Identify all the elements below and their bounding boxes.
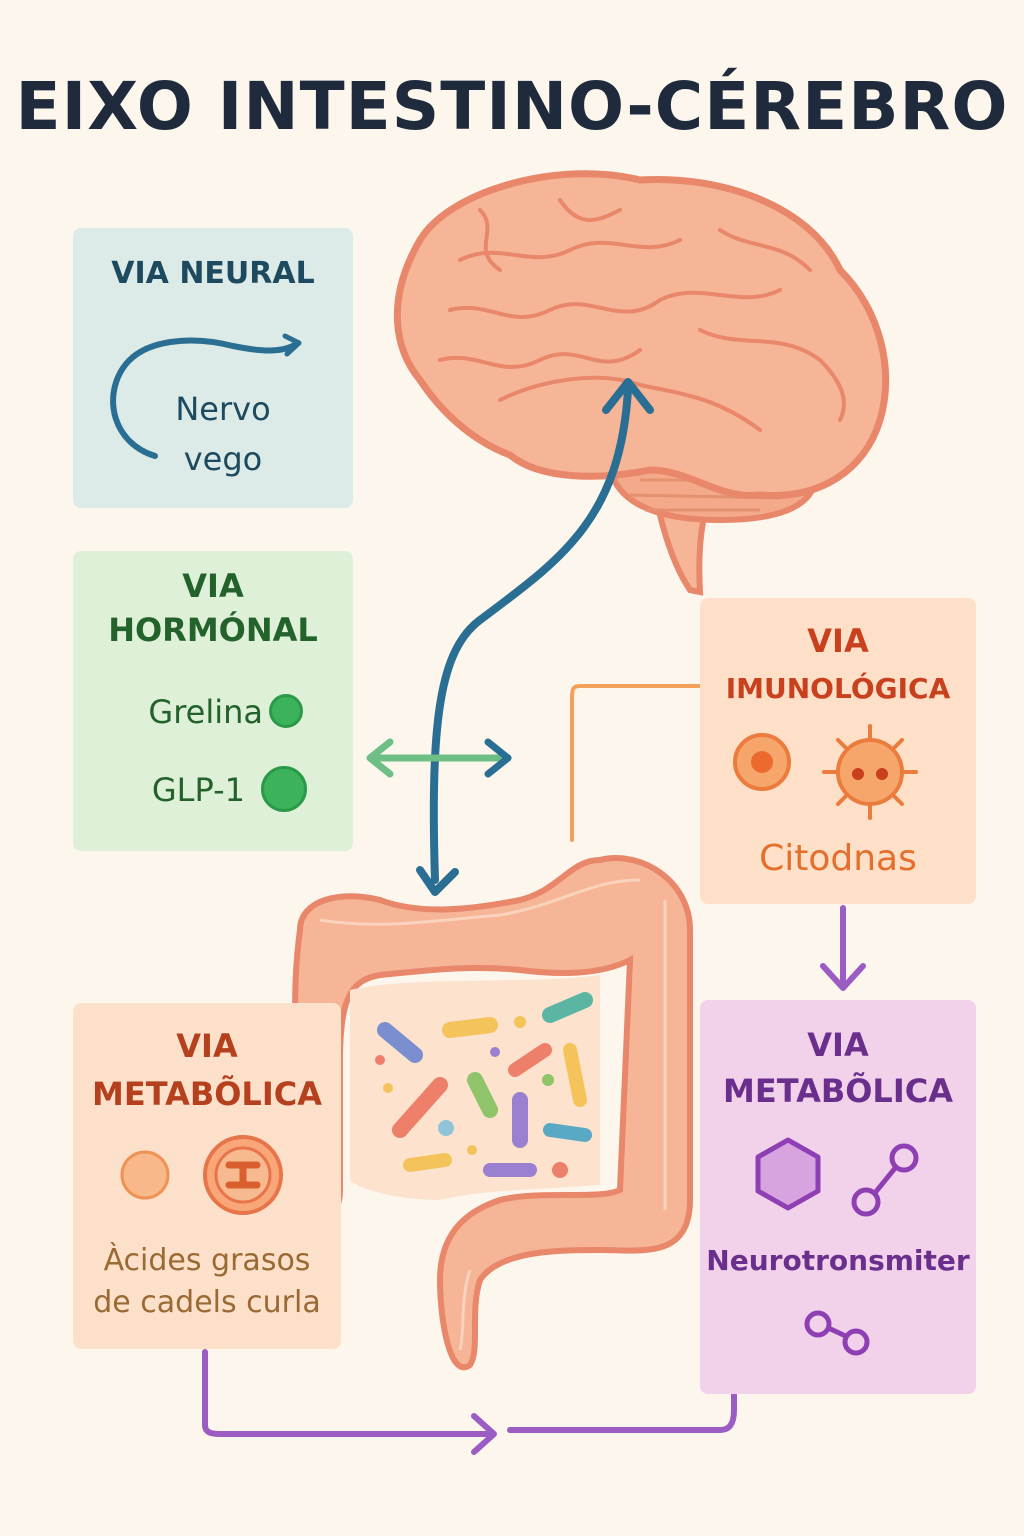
scfa-label-line1: Àcides grasos xyxy=(103,1243,311,1278)
bacteria-icon xyxy=(375,992,593,1178)
glp1-dot-icon xyxy=(261,766,307,812)
metabolic-right-title-line2: METABÕLICA xyxy=(723,1072,953,1110)
molecule-circle-icon xyxy=(120,1150,170,1200)
scfa-molecule-icon xyxy=(203,1135,283,1215)
neurotransmitter-small-molecule-icon xyxy=(804,1310,870,1356)
metabolic-right-title-line1: VIA xyxy=(807,1026,869,1064)
vagus-axis-arrow xyxy=(429,386,632,884)
ghrelin-label: Grelina xyxy=(148,693,263,731)
neurotransmitter-icons xyxy=(755,1137,919,1217)
hexagon-molecule-icon xyxy=(755,1137,821,1211)
immune-pathway-panel: VIA IMUNOLÓGICA Citodnas xyxy=(700,598,976,904)
hormonal-pathway-panel: VIA HORMÓNAL Grelina GLP-1 xyxy=(73,551,353,851)
immune-cell-icon xyxy=(733,733,791,791)
hormonal-panel-title-line2: HORMÓNAL xyxy=(108,611,318,649)
immune-icons xyxy=(733,724,918,820)
page-title: EIXO INTESTINO-CÉREBRO xyxy=(15,68,1009,145)
scfa-icons xyxy=(120,1135,283,1215)
metabolic-left-title-line1: VIA xyxy=(176,1027,238,1065)
vagus-nerve-icon xyxy=(110,333,302,459)
vagus-nerve-label-line1: Nervo xyxy=(175,390,271,428)
cytokines-label: Citodnas xyxy=(759,838,917,879)
immune-panel-title-line2: IMUNOLÓGICA xyxy=(725,672,951,705)
metabolic-right-panel: VIA METABÕLICA Neurotronsmiter xyxy=(700,1000,976,1394)
glp1-label: GLP-1 xyxy=(151,771,245,809)
neural-panel-title: VIA NEURAL xyxy=(111,256,315,291)
hormonal-panel-title-line1: VIA xyxy=(182,567,244,605)
virus-icon xyxy=(822,724,918,820)
immune-connector xyxy=(570,684,702,842)
dumbbell-molecule-icon xyxy=(851,1143,919,1217)
metabolic-left-panel: VIA METABÕLICA Àcides grasos de cadels c… xyxy=(73,1003,341,1349)
metabolic-left-title-line2: METABÕLICA xyxy=(92,1075,322,1113)
scfa-label-line2: de cadels curla xyxy=(93,1285,321,1320)
immune-panel-title-line1: VIA xyxy=(807,622,869,660)
neurotransmitter-label: Neurotronsmiter xyxy=(706,1244,970,1277)
ghrelin-dot-icon xyxy=(269,694,303,728)
brain-icon xyxy=(393,170,890,596)
vagus-nerve-label-line2: vego xyxy=(183,440,263,478)
neural-pathway-panel: VIA NEURAL Nervo vego xyxy=(73,228,353,508)
